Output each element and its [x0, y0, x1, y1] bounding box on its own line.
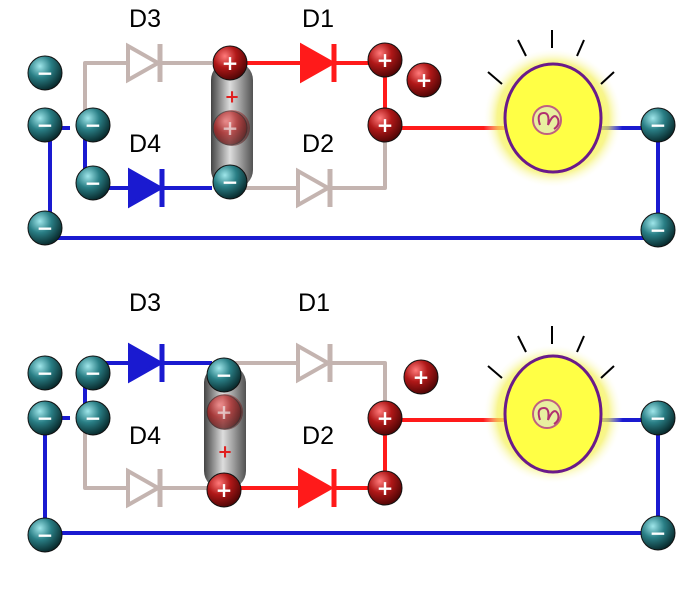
minus-sign: −	[85, 361, 102, 385]
diode-d3-bottom	[128, 342, 165, 384]
negative-charge: −	[640, 515, 676, 551]
lamp-top	[483, 30, 623, 188]
negative-charge: −	[75, 400, 111, 436]
wire-d4-bottom	[83, 418, 212, 490]
label-d1-top: D1	[302, 5, 334, 33]
label-d2-top: D2	[302, 130, 334, 158]
positive-charge: +	[406, 62, 442, 98]
source-polarity-top: +	[224, 87, 239, 108]
positive-charge: +	[206, 472, 242, 508]
label-d4-bottom: D4	[129, 422, 161, 450]
negative-charge: −	[27, 107, 63, 143]
diode-d4-top	[128, 167, 165, 209]
minus-sign: −	[216, 363, 233, 387]
positive-charge: +	[212, 110, 248, 146]
negative-charge: −	[75, 165, 111, 201]
positive-charge: +	[367, 42, 403, 78]
diode-d1-bottom	[296, 342, 333, 384]
positive-charge: +	[367, 470, 403, 506]
negative-charge: −	[212, 164, 248, 200]
panel-top: D3 D1 D4 D2 + − − − − − + + − + + + − −	[27, 5, 676, 248]
diode-d1-top	[300, 42, 337, 84]
minus-sign: −	[37, 523, 54, 547]
negative-charge: −	[27, 55, 63, 91]
plus-sign: +	[222, 51, 239, 75]
diode-d2-bottom	[298, 467, 337, 509]
lamp-bottom	[483, 326, 623, 484]
minus-sign: −	[85, 171, 102, 195]
minus-sign: −	[85, 113, 102, 137]
label-d2-bottom: D2	[302, 422, 334, 450]
positive-charge: +	[367, 400, 403, 436]
plus-sign: +	[377, 406, 394, 430]
diode-d4-bottom	[126, 467, 163, 509]
minus-sign: −	[650, 521, 667, 545]
label-d4-top: D4	[129, 130, 161, 158]
plus-sign: +	[216, 400, 233, 424]
plus-sign: +	[416, 68, 433, 92]
negative-charge: −	[27, 400, 63, 436]
minus-sign: −	[650, 218, 667, 242]
plus-sign: +	[222, 116, 239, 140]
diode-d2-top	[296, 167, 333, 209]
negative-charge: −	[640, 212, 676, 248]
plus-sign: +	[377, 48, 394, 72]
negative-charge: −	[75, 107, 111, 143]
diode-d3-top	[126, 42, 163, 84]
minus-sign: −	[650, 113, 667, 137]
lamp-rays-top	[487, 30, 615, 85]
plus-sign: +	[413, 365, 430, 389]
plus-sign: +	[377, 476, 394, 500]
label-d3-top: D3	[129, 5, 161, 33]
minus-sign: −	[85, 406, 102, 430]
minus-sign: −	[37, 61, 54, 85]
charges-bottom: − − − − − − + + + + + − −	[27, 355, 676, 553]
negative-charge: −	[27, 210, 63, 246]
label-d1-bottom: D1	[298, 289, 330, 317]
minus-sign: −	[222, 170, 239, 194]
positive-charge: +	[367, 107, 403, 143]
negative-charge: −	[206, 357, 242, 393]
plus-sign: +	[377, 113, 394, 137]
minus-sign: −	[37, 113, 54, 137]
label-d3-bottom: D3	[129, 289, 161, 317]
plus-sign: +	[216, 478, 233, 502]
negative-charge: −	[640, 400, 676, 436]
lamp-rays-bottom	[487, 326, 615, 379]
positive-charge: +	[206, 394, 242, 430]
minus-sign: −	[37, 361, 54, 385]
negative-charge: −	[27, 355, 63, 391]
wire-d3-top	[83, 61, 212, 118]
negative-charge: −	[27, 517, 63, 553]
source-polarity-bottom: +	[217, 442, 232, 463]
positive-charge: +	[212, 45, 248, 81]
panel-bottom: D3 D1 D4 D2 + − − − − − − + + + + + − −	[27, 289, 676, 553]
minus-sign: −	[37, 216, 54, 240]
negative-charge: −	[75, 355, 111, 391]
negative-charge: −	[640, 107, 676, 143]
minus-sign: −	[37, 406, 54, 430]
positive-charge: +	[403, 359, 439, 395]
minus-sign: −	[650, 406, 667, 430]
charges-top: − − − − − + + − + + + − −	[27, 42, 676, 248]
